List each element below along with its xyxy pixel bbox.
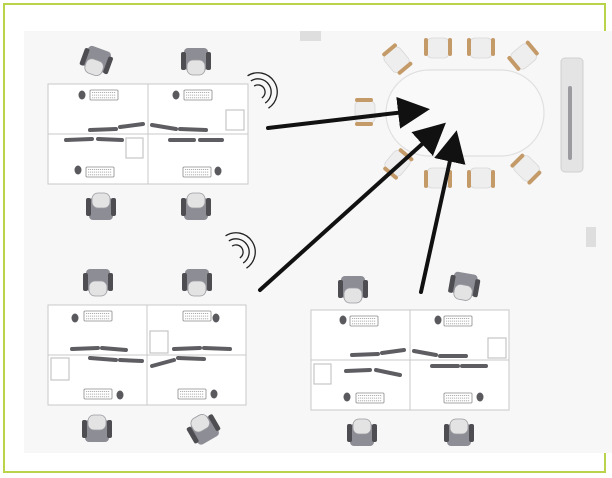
keyboard-icon xyxy=(182,166,212,178)
mouse-icon xyxy=(476,392,484,402)
mouse-icon xyxy=(74,165,82,175)
office-chair-icon xyxy=(181,192,211,220)
document-icon xyxy=(125,137,144,159)
mouse-icon xyxy=(71,313,79,323)
desk-pod xyxy=(47,304,247,406)
conference-chair-icon xyxy=(510,153,542,185)
monitor-icon xyxy=(88,356,118,362)
keyboard-icon xyxy=(177,388,207,400)
keyboard-icon xyxy=(443,392,473,404)
monitor-icon xyxy=(150,123,178,131)
document-icon xyxy=(225,109,245,131)
monitor-icon xyxy=(70,346,100,351)
mouse-icon xyxy=(116,390,124,400)
monitor-icon xyxy=(380,348,406,355)
keyboard-icon xyxy=(83,310,113,322)
conference-chair-icon xyxy=(424,37,452,59)
office-chair-icon xyxy=(79,45,113,77)
conference-chair-icon xyxy=(507,40,539,71)
monitor-icon xyxy=(172,346,202,351)
document-icon xyxy=(50,357,70,381)
keyboard-icon xyxy=(355,392,385,404)
mouse-icon xyxy=(212,313,220,323)
mouse-icon xyxy=(172,90,180,100)
monitor-icon xyxy=(344,368,372,373)
office-chair-icon xyxy=(181,48,211,76)
keyboard-icon xyxy=(83,388,113,400)
arrow-icon xyxy=(419,130,466,294)
mouse-icon xyxy=(210,389,218,399)
wifi-signal-icon xyxy=(225,232,256,269)
office-chair-icon xyxy=(448,271,481,301)
document-icon xyxy=(313,363,332,385)
keyboard-icon xyxy=(183,89,213,101)
arrow-icon xyxy=(258,122,446,292)
office-chair-icon xyxy=(186,414,221,445)
monitor-icon xyxy=(88,127,118,132)
mouse-icon xyxy=(214,166,222,176)
monitor-icon xyxy=(64,137,94,142)
office-chair-icon xyxy=(338,276,368,304)
document-icon xyxy=(487,337,507,359)
mouse-icon xyxy=(78,90,86,100)
monitor-icon xyxy=(118,358,144,363)
wall-cabinet-handle xyxy=(568,86,572,160)
keyboard-icon xyxy=(349,315,379,327)
mouse-icon xyxy=(434,315,442,325)
monitor-icon xyxy=(100,346,128,352)
monitor-icon xyxy=(202,346,232,351)
monitor-icon xyxy=(178,127,208,132)
monitor-icon xyxy=(118,122,145,129)
office-chair-icon xyxy=(86,192,116,220)
desk-pod xyxy=(47,83,249,185)
office-chair-icon xyxy=(83,269,113,297)
wall-vent xyxy=(300,31,321,41)
conference-chair-icon xyxy=(467,37,495,59)
office-chair-icon xyxy=(82,414,112,442)
desk-pod xyxy=(310,309,510,411)
document-icon xyxy=(149,330,169,354)
monitor-icon xyxy=(374,368,402,377)
conference-chair-icon xyxy=(354,98,376,126)
monitor-icon xyxy=(350,352,380,357)
conference-chair-icon xyxy=(467,167,495,189)
keyboard-icon xyxy=(85,166,115,178)
mouse-icon xyxy=(339,315,347,325)
keyboard-icon xyxy=(182,310,212,322)
office-chair-icon xyxy=(444,418,474,446)
monitor-icon xyxy=(96,137,124,142)
office-chair-icon xyxy=(347,418,377,446)
monitor-icon xyxy=(150,358,176,368)
wifi-signal-icon xyxy=(247,72,278,109)
monitor-icon xyxy=(412,349,438,357)
office-chair-icon xyxy=(182,269,212,297)
keyboard-icon xyxy=(443,315,473,327)
keyboard-icon xyxy=(89,89,119,101)
mouse-icon xyxy=(343,392,351,402)
conference-chair-icon xyxy=(382,43,413,75)
wall-vent xyxy=(586,227,596,247)
monitor-icon xyxy=(176,356,206,361)
arrow-icon xyxy=(266,96,430,130)
